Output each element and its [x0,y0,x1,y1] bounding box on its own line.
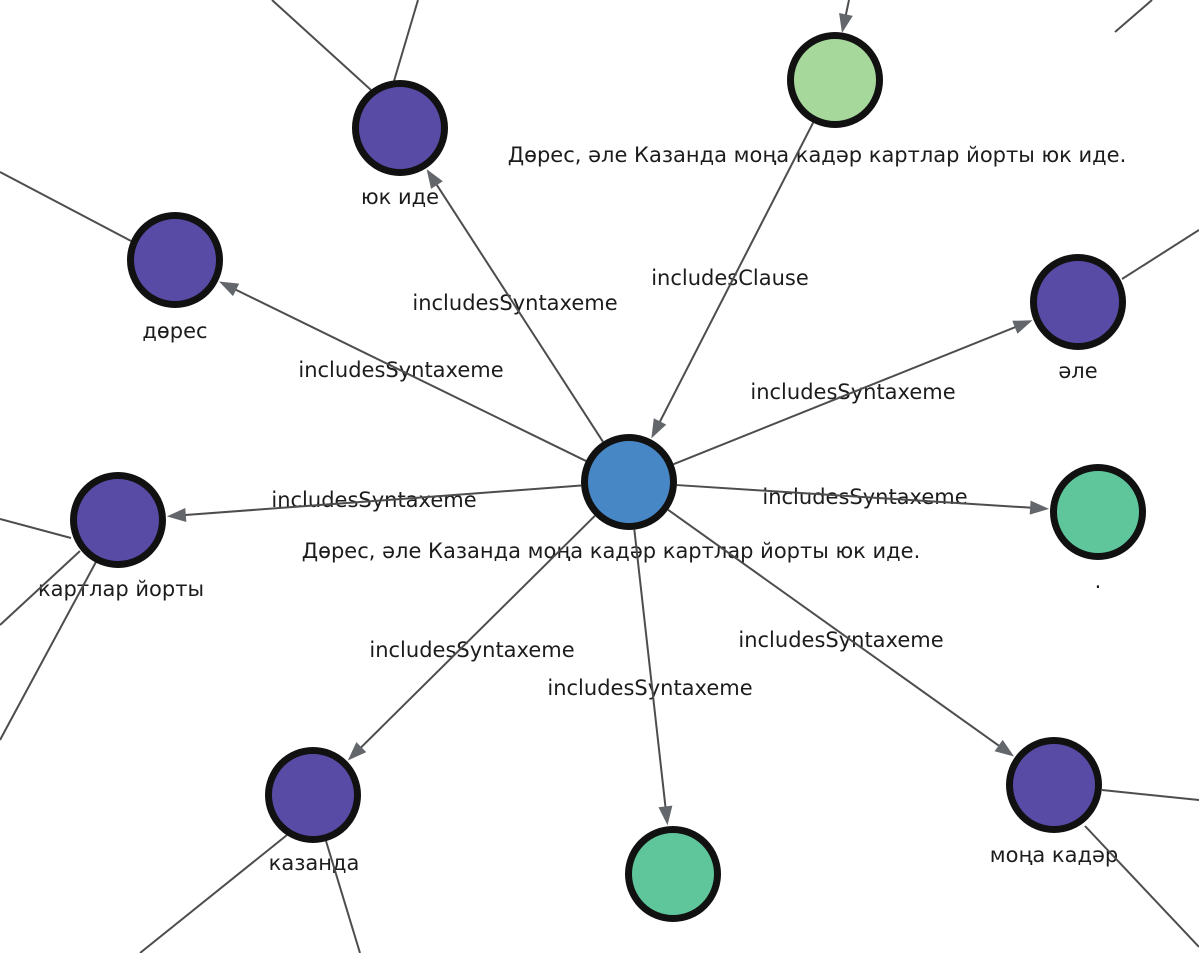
edge-sentence-main-to-kazanda[interactable] [359,515,596,750]
arrowhead-yuk-ide [426,169,443,189]
edge-sentence-main-to-ale[interactable] [673,325,1018,466]
stray-edge-7[interactable] [0,550,81,626]
stray-edge-2[interactable] [844,0,850,17]
stray-edge-6[interactable] [0,518,72,539]
node-caption-teal-right: . [1095,569,1102,593]
stray-edge-9[interactable] [139,834,288,953]
graph-node-teal-right[interactable] [1050,464,1146,560]
stray-edge-0[interactable] [271,0,372,91]
stray-edge-5[interactable] [1121,229,1199,280]
node-caption-dores: дөрес [142,319,207,343]
stray-edge-8[interactable] [0,559,98,741]
node-caption-sentence-main: Дөрес, әле Казанда моңа кадәр картлар йо… [302,539,921,563]
edge-sentence-main-to-monga-kadar[interactable] [667,509,1001,748]
node-caption-sentence-top: Дөрес, әле Казанда моңа кадәр картлар йо… [508,143,1127,167]
node-caption-kazanda: казанда [269,851,360,875]
stray-edge-11[interactable] [1101,789,1199,801]
node-caption-monga-kadar: моңа кадәр [990,843,1118,867]
arrowhead-ale [1012,320,1033,334]
arrowhead-teal-right [1029,500,1050,515]
stray-edge-4[interactable] [0,171,134,243]
labels-layer: includesSyntaxemeincludesClauseincludesS… [38,143,1126,875]
graph-node-kartlar-yorty[interactable] [70,472,166,568]
graph-node-kazanda[interactable] [265,747,361,843]
arrowhead-sentence-main [651,418,667,439]
graph-node-yuk-ide[interactable] [352,80,448,176]
graph-node-teal-bottom[interactable] [625,826,721,922]
edge-label-includesSyntaxeme: includesSyntaxeme [369,638,574,662]
edge-sentence-main-to-kartlar-yorty[interactable] [183,484,582,517]
edge-sentence-top-to-sentence-main[interactable] [658,122,814,424]
stray-edge-12[interactable] [1084,825,1199,948]
edge-label-includesSyntaxeme: includesSyntaxeme [738,628,943,652]
edge-sentence-main-to-teal-bottom[interactable] [633,529,667,809]
stray-edge-3[interactable] [1114,0,1153,33]
node-caption-ale: әле [1058,359,1097,383]
arrowhead-kartlar-yorty [166,507,187,522]
graph-node-monga-kadar[interactable] [1006,737,1102,833]
edge-sentence-main-to-dores[interactable] [233,288,587,462]
arrowhead-teal-bottom [658,805,673,826]
stray-edge-1[interactable] [393,0,419,82]
arrowhead-dores [219,281,240,297]
edge-sentence-main-to-yuk-ide[interactable] [435,182,604,443]
graph-node-sentence-main[interactable] [581,434,677,530]
graph-node-sentence-top[interactable] [787,32,883,128]
node-caption-yuk-ide: юк иде [361,185,439,209]
nodes-layer [70,32,1146,922]
arrowhead-monga-kadar [994,739,1015,757]
edge-label-includesSyntaxeme: includesSyntaxeme [412,291,617,315]
graph-node-dores[interactable] [127,212,223,308]
node-caption-kartlar-yorty: картлар йорты [38,577,204,601]
edge-sentence-main-to-teal-right[interactable] [676,484,1033,509]
arrowhead-stray-2 [839,12,853,34]
stray-edge-10[interactable] [325,840,361,953]
arrowhead-kazanda [347,742,367,761]
edge-label-includesSyntaxeme: includesSyntaxeme [547,676,752,700]
graph-node-ale[interactable] [1030,254,1126,350]
